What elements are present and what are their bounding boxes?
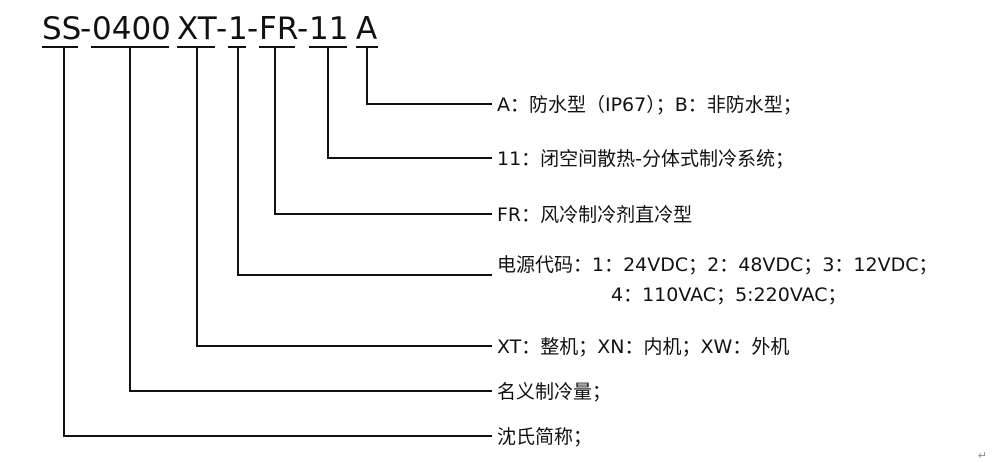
underline-11	[309, 46, 347, 48]
leader-a-vertical	[366, 48, 368, 104]
code-seg-1: 1	[228, 11, 248, 47]
underline-a	[356, 46, 378, 48]
code-sep-3: -	[216, 11, 228, 47]
leader-fr-horizontal	[274, 213, 492, 215]
desc-capacity: 名义制冷量；	[497, 381, 612, 403]
desc-waterproof: A：防水型（IP67）；B：非防水型；	[497, 94, 802, 116]
leader-fr-vertical	[274, 48, 276, 214]
underline-0400	[91, 46, 169, 48]
leader-11-vertical	[327, 48, 329, 158]
desc-unit-type: XT：整机；XN：内机；XW：外机	[497, 336, 790, 358]
leader-1-vertical	[237, 48, 239, 275]
leader-ss-vertical	[63, 48, 65, 436]
code-seg-0400: 0400	[92, 11, 171, 47]
code-sep-1: -	[80, 11, 92, 47]
leader-11-horizontal	[327, 157, 492, 159]
code-sep-4: -	[247, 11, 259, 47]
leader-a-horizontal	[366, 103, 492, 105]
code-sep-5: -	[297, 11, 309, 47]
leader-xt-vertical	[196, 48, 198, 346]
desc-cooling-type: FR：风冷制冷剂直冷型	[497, 204, 693, 226]
code-seg-ss: SS	[42, 11, 82, 47]
code-seg-xt: XT	[177, 11, 217, 47]
paragraph-mark-icon: ↵	[977, 449, 987, 462]
underline-1	[228, 46, 246, 48]
code-seg-fr: FR	[259, 11, 299, 47]
code-seg-11: 11	[309, 11, 349, 47]
leader-ss-horizontal	[63, 435, 492, 437]
desc-power-code-line2: 4：110VAC；5:220VAC；	[611, 284, 847, 306]
desc-cooling-structure: 11：闭空间散热-分体式制冷系统；	[497, 148, 795, 170]
leader-0400-vertical	[129, 48, 131, 391]
underline-fr	[259, 46, 295, 48]
code-seg-a: A	[356, 11, 378, 47]
leader-1-horizontal	[237, 274, 492, 276]
underline-xt	[177, 46, 215, 48]
leader-0400-horizontal	[129, 390, 492, 392]
leader-xt-horizontal	[196, 345, 492, 347]
underline-ss	[42, 46, 78, 48]
desc-brand: 沈氏简称；	[497, 426, 593, 448]
desc-power-code: 电源代码：1：24VDC；2：48VDC；3：12VDC；	[497, 254, 938, 276]
